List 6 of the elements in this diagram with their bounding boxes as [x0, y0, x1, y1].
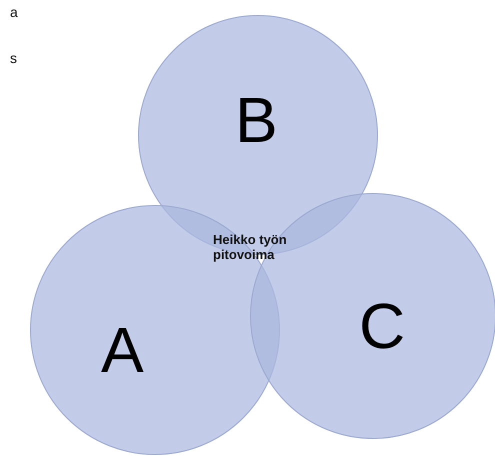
set-letter: B [235, 88, 278, 152]
set-letter: A [101, 318, 144, 382]
text-fragment: s [10, 50, 17, 66]
text-fragment: a [10, 4, 18, 20]
overlap-label: Heikko työn pitovoima [213, 232, 288, 262]
set-letter: C [359, 294, 406, 358]
